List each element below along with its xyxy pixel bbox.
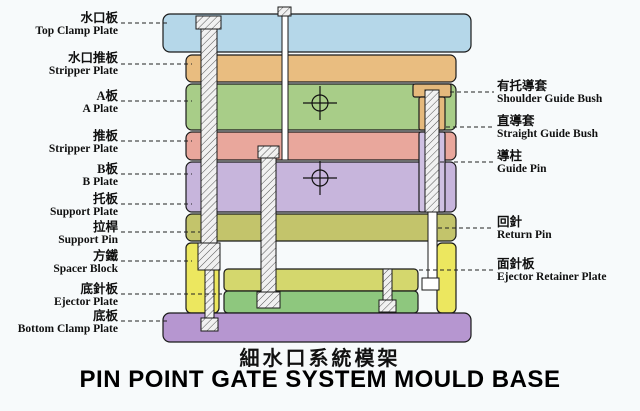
- label-support-pin: 拉桿 Support Pin: [58, 221, 118, 247]
- b-plate: [185, 161, 457, 213]
- label-return-pin-cn: 回針: [497, 215, 523, 229]
- a-plate: [185, 83, 457, 131]
- guide-hole-mark-a-plate: [303, 86, 337, 120]
- support-pin-shaft: [200, 28, 218, 244]
- label-shoulder-guide-bush-cn: 有托導套: [497, 79, 548, 93]
- label-top-clamp-plate-en: Top Clamp Plate: [35, 25, 118, 37]
- label-b-plate: B板 B Plate: [83, 163, 118, 189]
- label-stripper-plate-upper-en: Stripper Plate: [48, 65, 118, 77]
- label-ejector-retainer-plate-cn: 面針板: [497, 257, 535, 271]
- label-stripper-plate: 推板 Stripper Plate: [49, 130, 118, 156]
- support-pin-shoulder: [197, 242, 221, 271]
- center-pin-head: [256, 291, 281, 309]
- label-bottom-clamp-plate-cn: 底板: [92, 309, 118, 323]
- title-chinese: 細水口系統模架: [239, 348, 401, 370]
- pillar-bolt-head: [200, 317, 219, 332]
- label-a-plate-en: A Plate: [82, 103, 118, 115]
- label-b-plate-cn: B板: [97, 162, 118, 176]
- label-stripper-plate-upper-cn: 水口推板: [67, 51, 118, 65]
- label-ejector-retainer-plate: 面針板 Ejector Retainer Plate: [497, 258, 606, 284]
- guide-hole-mark-b-plate: [303, 161, 337, 195]
- label-return-pin: 回針 Return Pin: [497, 216, 552, 242]
- label-guide-pin: 導柱 Guide Pin: [497, 150, 547, 176]
- spacer-block-right: [436, 242, 457, 314]
- label-a-plate: A板 A Plate: [83, 90, 118, 116]
- label-shoulder-guide-bush: 有托導套 Shoulder Guide Bush: [497, 80, 602, 106]
- label-return-pin-en: Return Pin: [497, 229, 552, 241]
- leader-lines: [121, 22, 494, 322]
- label-spacer-block-en: Spacer Block: [53, 263, 118, 275]
- label-top-clamp-plate-cn: 水口板: [80, 11, 118, 25]
- label-stripper-plate-upper: 水口推板 Stripper Plate: [49, 52, 118, 78]
- label-support-pin-cn: 拉桿: [92, 220, 118, 234]
- stripper-plate-upper: [185, 54, 457, 83]
- label-bottom-clamp-plate: 底板 Bottom Clamp Plate: [18, 310, 118, 336]
- label-stripper-plate-cn: 推板: [92, 129, 118, 143]
- label-spacer-block: 方鐵 Spacer Block: [53, 250, 118, 276]
- label-straight-guide-bush-cn: 直導套: [497, 114, 535, 128]
- label-spacer-block-cn: 方鐵: [92, 249, 118, 263]
- label-bottom-clamp-plate-en: Bottom Clamp Plate: [17, 323, 118, 335]
- label-stripper-plate-en: Stripper Plate: [48, 143, 118, 155]
- label-ejector-plate-cn: 底針板: [80, 282, 118, 296]
- stripper-plate: [185, 131, 457, 161]
- return-pin-shaft: [427, 211, 438, 279]
- label-shoulder-guide-bush-en: Shoulder Guide Bush: [497, 93, 603, 105]
- guide-pin: [424, 89, 440, 213]
- center-pin-flange: [257, 145, 280, 159]
- puller-pin-head: [277, 6, 292, 17]
- title-english: PIN POINT GATE SYSTEM MOULD BASE: [79, 366, 561, 393]
- label-support-pin-en: Support Pin: [58, 234, 118, 246]
- bottom-clamp-plate: [162, 312, 472, 343]
- support-pin-head: [195, 15, 222, 30]
- label-straight-guide-bush: 直導套 Straight Guide Bush: [497, 115, 598, 141]
- label-support-plate-en: Support Plate: [49, 206, 118, 218]
- ejector-bolt-head: [378, 299, 397, 313]
- label-a-plate-cn: A板: [96, 89, 118, 103]
- label-top-clamp-plate: 水口板 Top Clamp Plate: [35, 12, 118, 38]
- center-pin-shaft: [260, 157, 277, 293]
- top-clamp-plate: [162, 13, 472, 53]
- support-plate: [185, 213, 457, 242]
- label-support-plate-cn: 托板: [92, 192, 118, 206]
- label-ejector-plate-en: Ejector Plate: [54, 296, 118, 308]
- return-pin-head: [421, 277, 440, 291]
- label-b-plate-en: B Plate: [82, 176, 118, 188]
- ejector-bolt-shaft: [382, 268, 393, 301]
- label-support-plate: 托板 Support Plate: [50, 193, 118, 219]
- label-guide-pin-cn: 導柱: [497, 149, 523, 163]
- label-ejector-plate: 底針板 Ejector Plate: [54, 283, 118, 309]
- label-straight-guide-bush-en: Straight Guide Bush: [497, 128, 598, 140]
- label-ejector-retainer-plate-en: Ejector Retainer Plate: [497, 271, 607, 283]
- puller-pin-shaft: [281, 15, 289, 161]
- label-guide-pin-en: Guide Pin: [497, 163, 547, 175]
